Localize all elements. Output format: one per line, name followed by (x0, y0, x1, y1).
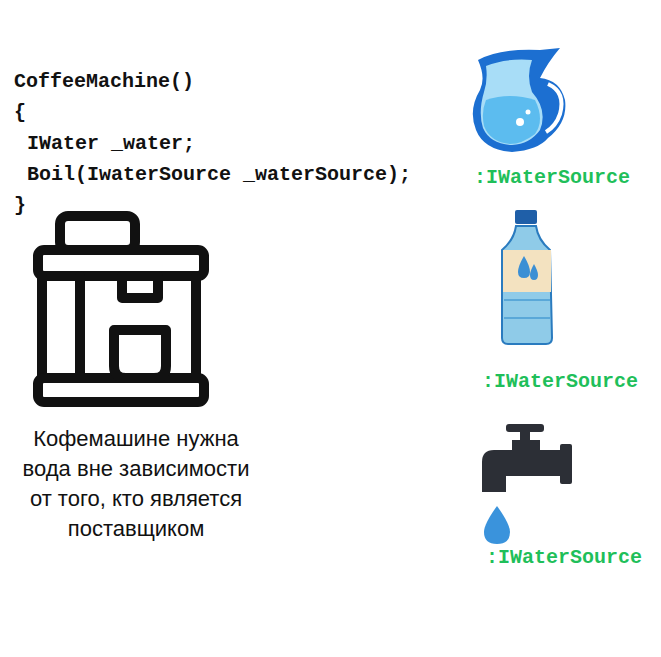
code-line: } (14, 194, 26, 218)
coffee-machine-icon (38, 216, 204, 402)
code-line: IWater _water; (27, 132, 195, 156)
note-text: Кофемашине нужна вода вне зависимости от… (20, 424, 252, 544)
interface-label: :IWaterSource (482, 370, 638, 394)
interface-label: :IWaterSource (486, 546, 642, 570)
bottle-icon (502, 210, 552, 344)
code-line: { (14, 101, 26, 125)
jug-icon (473, 48, 566, 152)
code-line: CoffeeMachine() (14, 70, 194, 94)
code-line: Boil(IwaterSource _waterSource); (27, 163, 411, 187)
interface-label: :IWaterSource (474, 166, 630, 190)
tap-icon (482, 424, 572, 544)
